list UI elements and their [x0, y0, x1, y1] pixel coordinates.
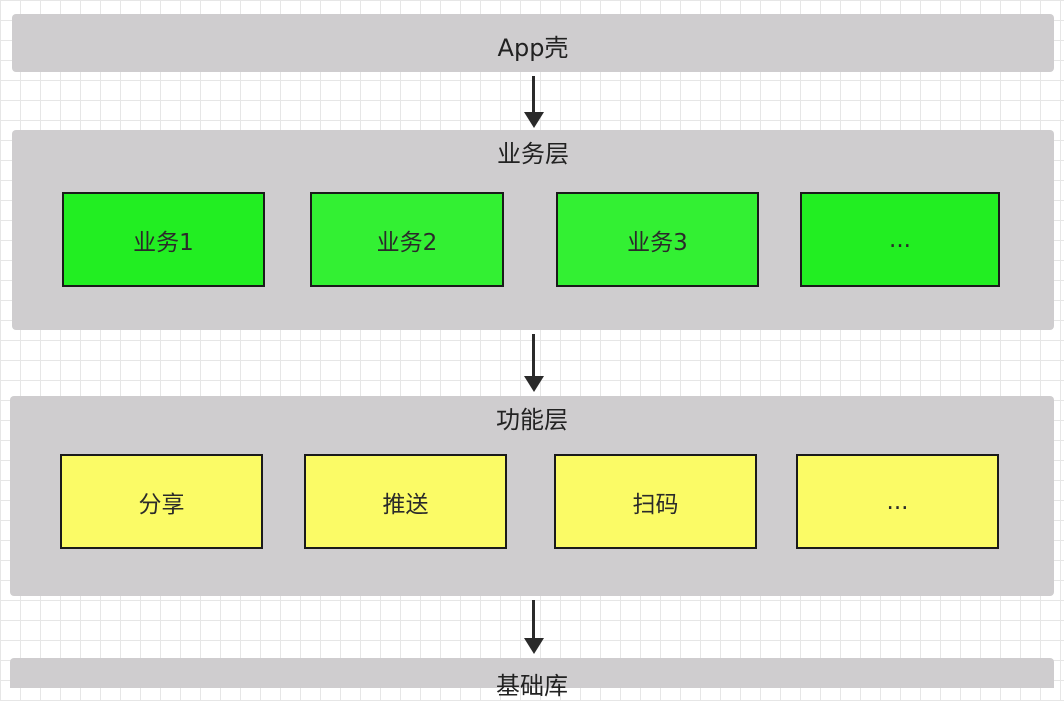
business-item-3: 业务3 — [556, 192, 759, 287]
function-item-more: ... — [796, 454, 999, 549]
business-layer: 业务层 业务1 业务2 业务3 ... — [12, 130, 1054, 330]
arrow-down-icon — [524, 600, 544, 654]
base-layer-title: 基础库 — [496, 672, 568, 700]
app-shell-layer: App壳 — [12, 14, 1054, 72]
business-item-1: 业务1 — [62, 192, 265, 287]
business-layer-title: 业务层 — [497, 140, 569, 168]
function-item-push: 推送 — [304, 454, 507, 549]
function-layer: 功能层 分享 推送 扫码 ... — [10, 396, 1054, 596]
function-item-scan: 扫码 — [554, 454, 757, 549]
business-item-2: 业务2 — [310, 192, 504, 287]
function-layer-title: 功能层 — [496, 406, 568, 434]
arrow-down-icon — [524, 76, 544, 128]
base-layer: 基础库 — [10, 658, 1054, 700]
app-shell-title: App壳 — [497, 34, 569, 62]
business-item-more: ... — [800, 192, 1000, 287]
function-item-share: 分享 — [60, 454, 263, 549]
arrow-down-icon — [524, 334, 544, 392]
